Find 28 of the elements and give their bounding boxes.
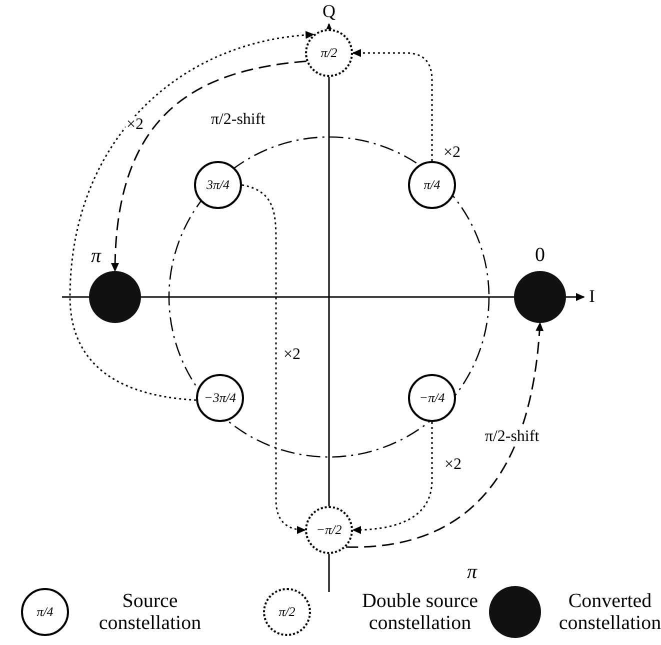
phase-label: π/4 bbox=[36, 604, 54, 620]
axis-label: Q bbox=[322, 2, 336, 22]
source-constellation-point bbox=[196, 374, 244, 422]
arrow bbox=[352, 422, 433, 534]
phase-label: −π/2 bbox=[316, 522, 342, 538]
axis-label: I bbox=[589, 287, 595, 307]
arrow bbox=[69, 31, 315, 401]
phase-label: π/2 bbox=[278, 604, 296, 620]
constellation-point bbox=[89, 271, 141, 323]
arrow bbox=[346, 322, 544, 548]
source-constellation-point bbox=[408, 161, 456, 209]
phase-label: −3π/4 bbox=[204, 390, 236, 406]
phase-label: 3π/4 bbox=[206, 177, 230, 193]
arrow bbox=[352, 49, 433, 161]
source-constellation-point bbox=[194, 161, 242, 209]
legend-text: Source constellation bbox=[98, 590, 202, 634]
phase-label: π/2 bbox=[320, 45, 338, 61]
constellation-point bbox=[514, 271, 566, 323]
legend-text: Converted constellation bbox=[558, 590, 661, 634]
source-constellation-point bbox=[408, 374, 456, 422]
phase-label: 0 bbox=[535, 244, 545, 266]
legend-text: Double source constellation bbox=[360, 590, 480, 634]
phase-label: π/4 bbox=[424, 177, 440, 193]
phase-label: π bbox=[466, 561, 478, 583]
phase-label: π bbox=[90, 245, 102, 267]
arrow bbox=[111, 60, 306, 272]
phase-label: −π/4 bbox=[419, 390, 445, 406]
arrow bbox=[242, 184, 306, 534]
